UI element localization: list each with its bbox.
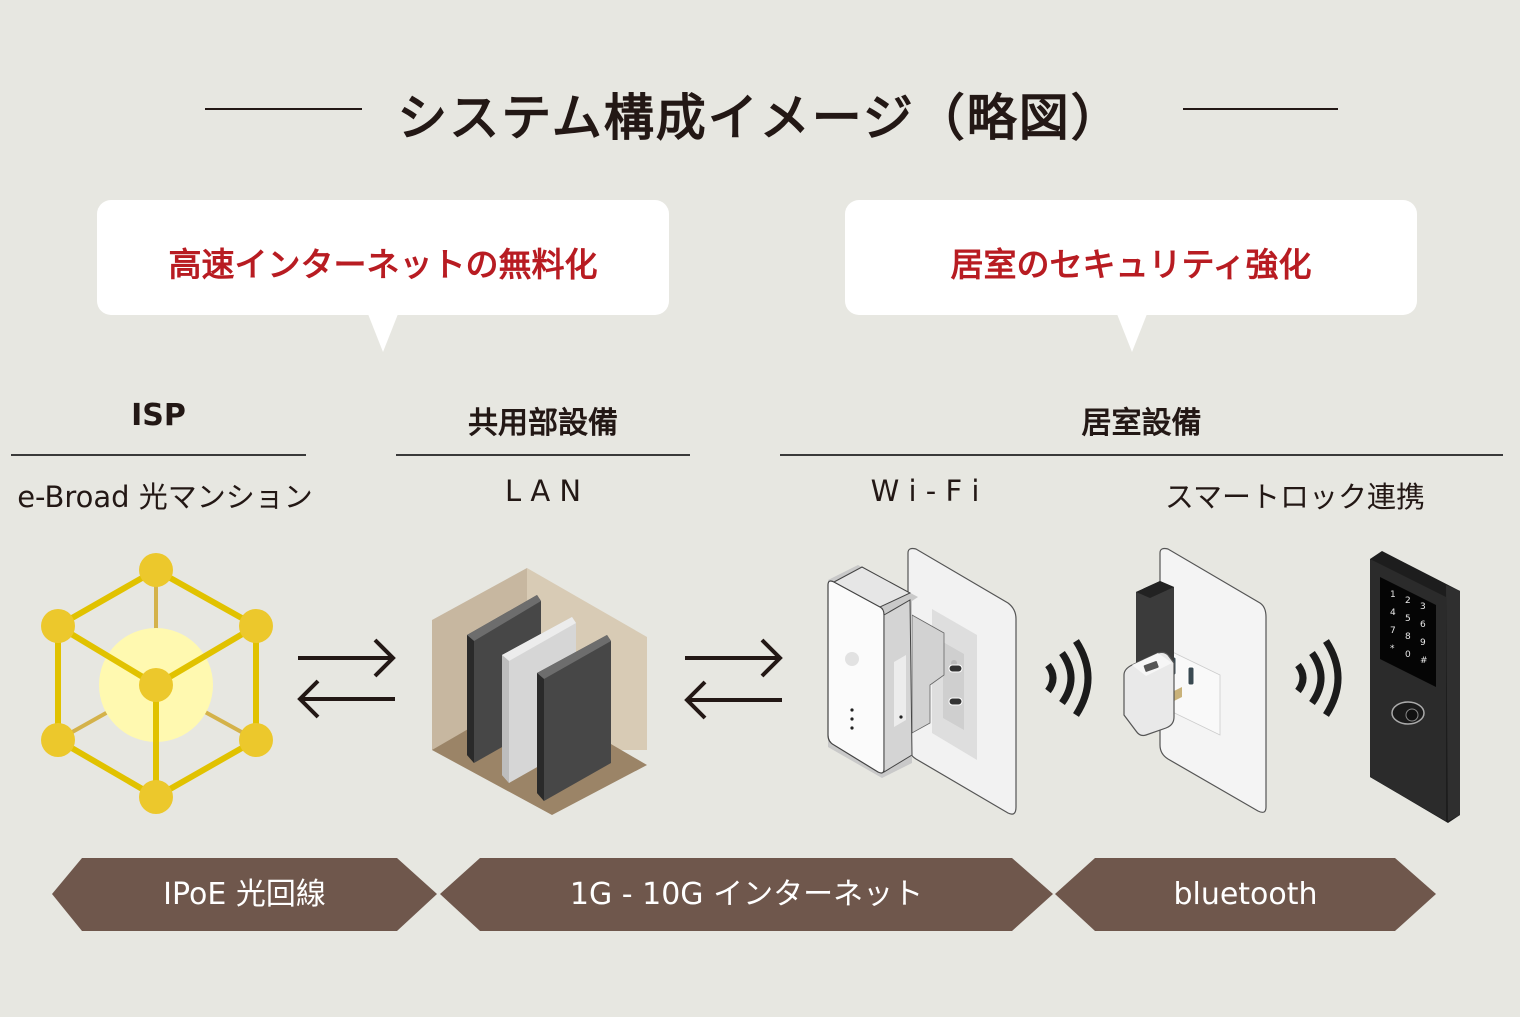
lan-rack-icon (432, 568, 647, 815)
keypad-key: 9 (1420, 638, 1426, 648)
callout-internet-tail (368, 314, 398, 352)
page-title: システム構成イメージ（略図） (397, 89, 1123, 147)
keypad-key: # (1420, 656, 1428, 666)
section-room-subtitle-smartlock: スマートロック連携 (1164, 480, 1426, 514)
bidirectional-arrow-icon-2 (684, 638, 783, 720)
banner-internet-label: 1G - 10G インターネット (569, 877, 924, 912)
network-cube-icon (41, 553, 273, 814)
section-isp-subtitle: e-Broad 光マンション (17, 480, 313, 514)
keypad-key: 6 (1420, 620, 1426, 630)
bidirectional-arrow-icon-1 (297, 638, 396, 719)
section-isp-heading: ISP (131, 398, 186, 433)
smart-hub-icon (1123, 547, 1267, 813)
section-room-rule (780, 454, 1503, 456)
keypad-key: 8 (1405, 632, 1411, 642)
section-isp-rule (11, 454, 306, 456)
title-rule-left (205, 108, 362, 110)
keypad-key: 2 (1405, 596, 1411, 606)
banner-bluetooth-label: bluetooth (1173, 877, 1318, 912)
keypad-key: 4 (1390, 608, 1396, 618)
callout-internet: 高速インターネットの無料化 (97, 200, 669, 315)
bluetooth-signal-icon-1 (1045, 639, 1092, 717)
banner-ipoe-label: IPoE 光回線 (163, 877, 326, 912)
bluetooth-signal-icon-2 (1295, 639, 1342, 717)
keypad-key: 5 (1405, 614, 1411, 624)
section-room-heading: 居室設備 (1081, 406, 1202, 441)
keypad-key: 7 (1390, 626, 1396, 636)
banner-ipoe-shape (52, 858, 437, 931)
keypad-key: 3 (1420, 602, 1426, 612)
banner-internet-shape (440, 858, 1053, 931)
wifi-access-point-icon (827, 547, 1017, 815)
keypad-key: 0 (1405, 650, 1411, 660)
callout-security-text: 居室のセキュリティ強化 (950, 245, 1312, 284)
section-common-heading: 共用部設備 (468, 406, 618, 441)
callout-security: 居室のセキュリティ強化 (845, 200, 1417, 315)
keypad-key: 1 (1390, 590, 1396, 600)
callout-internet-text: 高速インターネットの無料化 (168, 245, 598, 284)
section-common-subtitle: L A N (504, 474, 582, 508)
banner-bluetooth-shape (1055, 858, 1436, 931)
section-room-subtitle-wifi: W i - F i (870, 474, 980, 508)
callout-security-tail (1117, 314, 1147, 352)
smart-lock-icon: 123 456 789 * 0 # (1370, 551, 1460, 823)
keypad-key: * (1390, 644, 1395, 654)
section-common-rule (396, 454, 690, 456)
keypad: 123 456 789 * 0 # (1390, 590, 1428, 666)
title-rule-right (1183, 108, 1338, 110)
